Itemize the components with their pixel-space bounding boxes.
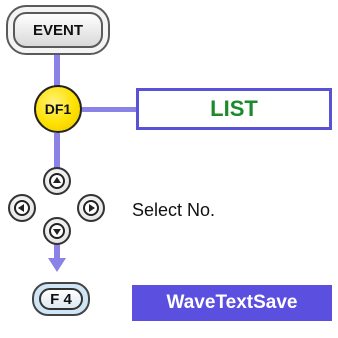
connector-pad-to-f4 xyxy=(54,244,60,260)
down-arrow-icon xyxy=(49,223,65,239)
f4-key[interactable]: F 4 xyxy=(32,282,90,316)
connector-event-to-df1 xyxy=(54,55,60,87)
left-arrow-icon xyxy=(14,200,30,216)
left-arrow-key[interactable] xyxy=(8,194,36,222)
event-key[interactable]: EVENT xyxy=(6,5,110,55)
list-box: LIST xyxy=(136,88,332,130)
event-key-label: EVENT xyxy=(13,12,103,48)
right-arrow-key[interactable] xyxy=(77,194,105,222)
select-no-label: Select No. xyxy=(132,200,216,220)
f4-key-label: F 4 xyxy=(39,288,83,310)
down-arrow-key[interactable] xyxy=(43,217,71,245)
up-arrow-icon xyxy=(49,173,65,189)
connector-df1-to-list xyxy=(82,107,138,112)
df1-key[interactable]: DF1 xyxy=(34,85,82,133)
right-arrow-icon xyxy=(83,200,99,216)
up-arrow-key[interactable] xyxy=(43,167,71,195)
arrow-down-icon xyxy=(48,258,66,272)
connector-df1-to-pad xyxy=(54,133,60,169)
wave-text-save-box: WaveTextSave xyxy=(132,285,332,321)
